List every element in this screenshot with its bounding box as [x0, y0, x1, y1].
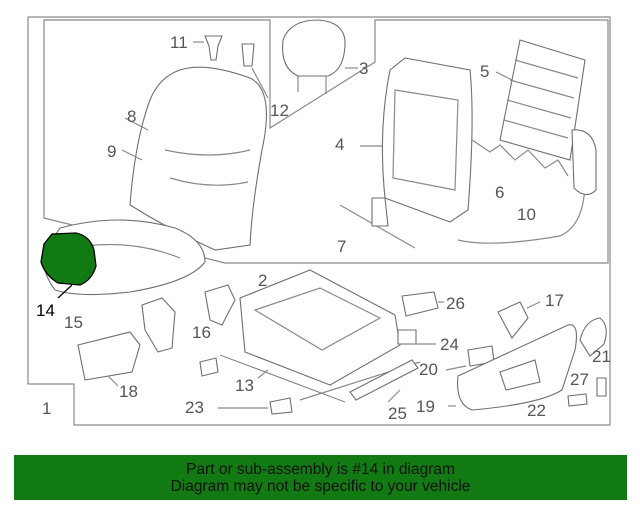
callout-16: 16: [192, 323, 211, 342]
backrest-cushion: [121, 66, 267, 251]
seatback-frame: [360, 57, 473, 223]
banner-line-1: Part or sub-assembly is #14 in diagram: [186, 461, 455, 478]
callout-15: 15: [64, 313, 83, 332]
callout-20: 20: [419, 360, 438, 379]
side-shield-right: [448, 317, 607, 411]
callout-13: 13: [235, 376, 254, 395]
side-shield-left: [77, 284, 236, 387]
callout-27: 27: [570, 370, 589, 389]
callout-9: 9: [107, 142, 116, 161]
small-parts: [199, 291, 541, 415]
callout-5: 5: [480, 62, 489, 81]
wiring-harness: [457, 179, 586, 244]
callout-3: 3: [359, 59, 368, 78]
clip-parts: [193, 35, 269, 99]
callout-11: 11: [170, 33, 188, 52]
lumbar-support: [495, 39, 586, 161]
info-banner: Part or sub-assembly is #14 in diagram D…: [14, 455, 627, 500]
callout-18: 18: [119, 382, 138, 401]
highlighted-part-14: [40, 232, 97, 286]
callout-4: 4: [335, 135, 344, 154]
callout-22: 22: [527, 401, 546, 420]
callout-19: 19: [416, 397, 435, 416]
callout-24: 24: [440, 335, 459, 354]
callout-17: 17: [545, 291, 564, 310]
callout-10: 10: [517, 205, 536, 224]
callout-21: 21: [592, 347, 611, 366]
assembly-outline: [27, 16, 611, 426]
seat-parts-diagram: 1 2 3 4 5 6 7 8 9 10 11 12 13 14 15 16 1…: [27, 16, 611, 426]
headrest: [282, 19, 358, 94]
callout-8: 8: [127, 107, 136, 126]
callout-labels: 1 2 3 4 5 6 7 8 9 10 11 12 13 14 15 16 1…: [36, 33, 611, 423]
callout-7: 7: [337, 237, 346, 256]
callout-14: 14: [36, 301, 55, 320]
recliner-shaft: [339, 197, 416, 249]
callout-2: 2: [258, 271, 267, 290]
callout-25: 25: [388, 404, 407, 423]
callout-6: 6: [495, 183, 504, 202]
callout-23: 23: [185, 398, 204, 417]
callout-26: 26: [446, 294, 465, 313]
callout-12: 12: [270, 101, 289, 120]
seat-adjuster: [219, 269, 421, 403]
banner-line-2: Diagram may not be specific to your vehi…: [170, 478, 471, 495]
callout-1: 1: [42, 399, 51, 418]
wire-part: [471, 139, 569, 177]
